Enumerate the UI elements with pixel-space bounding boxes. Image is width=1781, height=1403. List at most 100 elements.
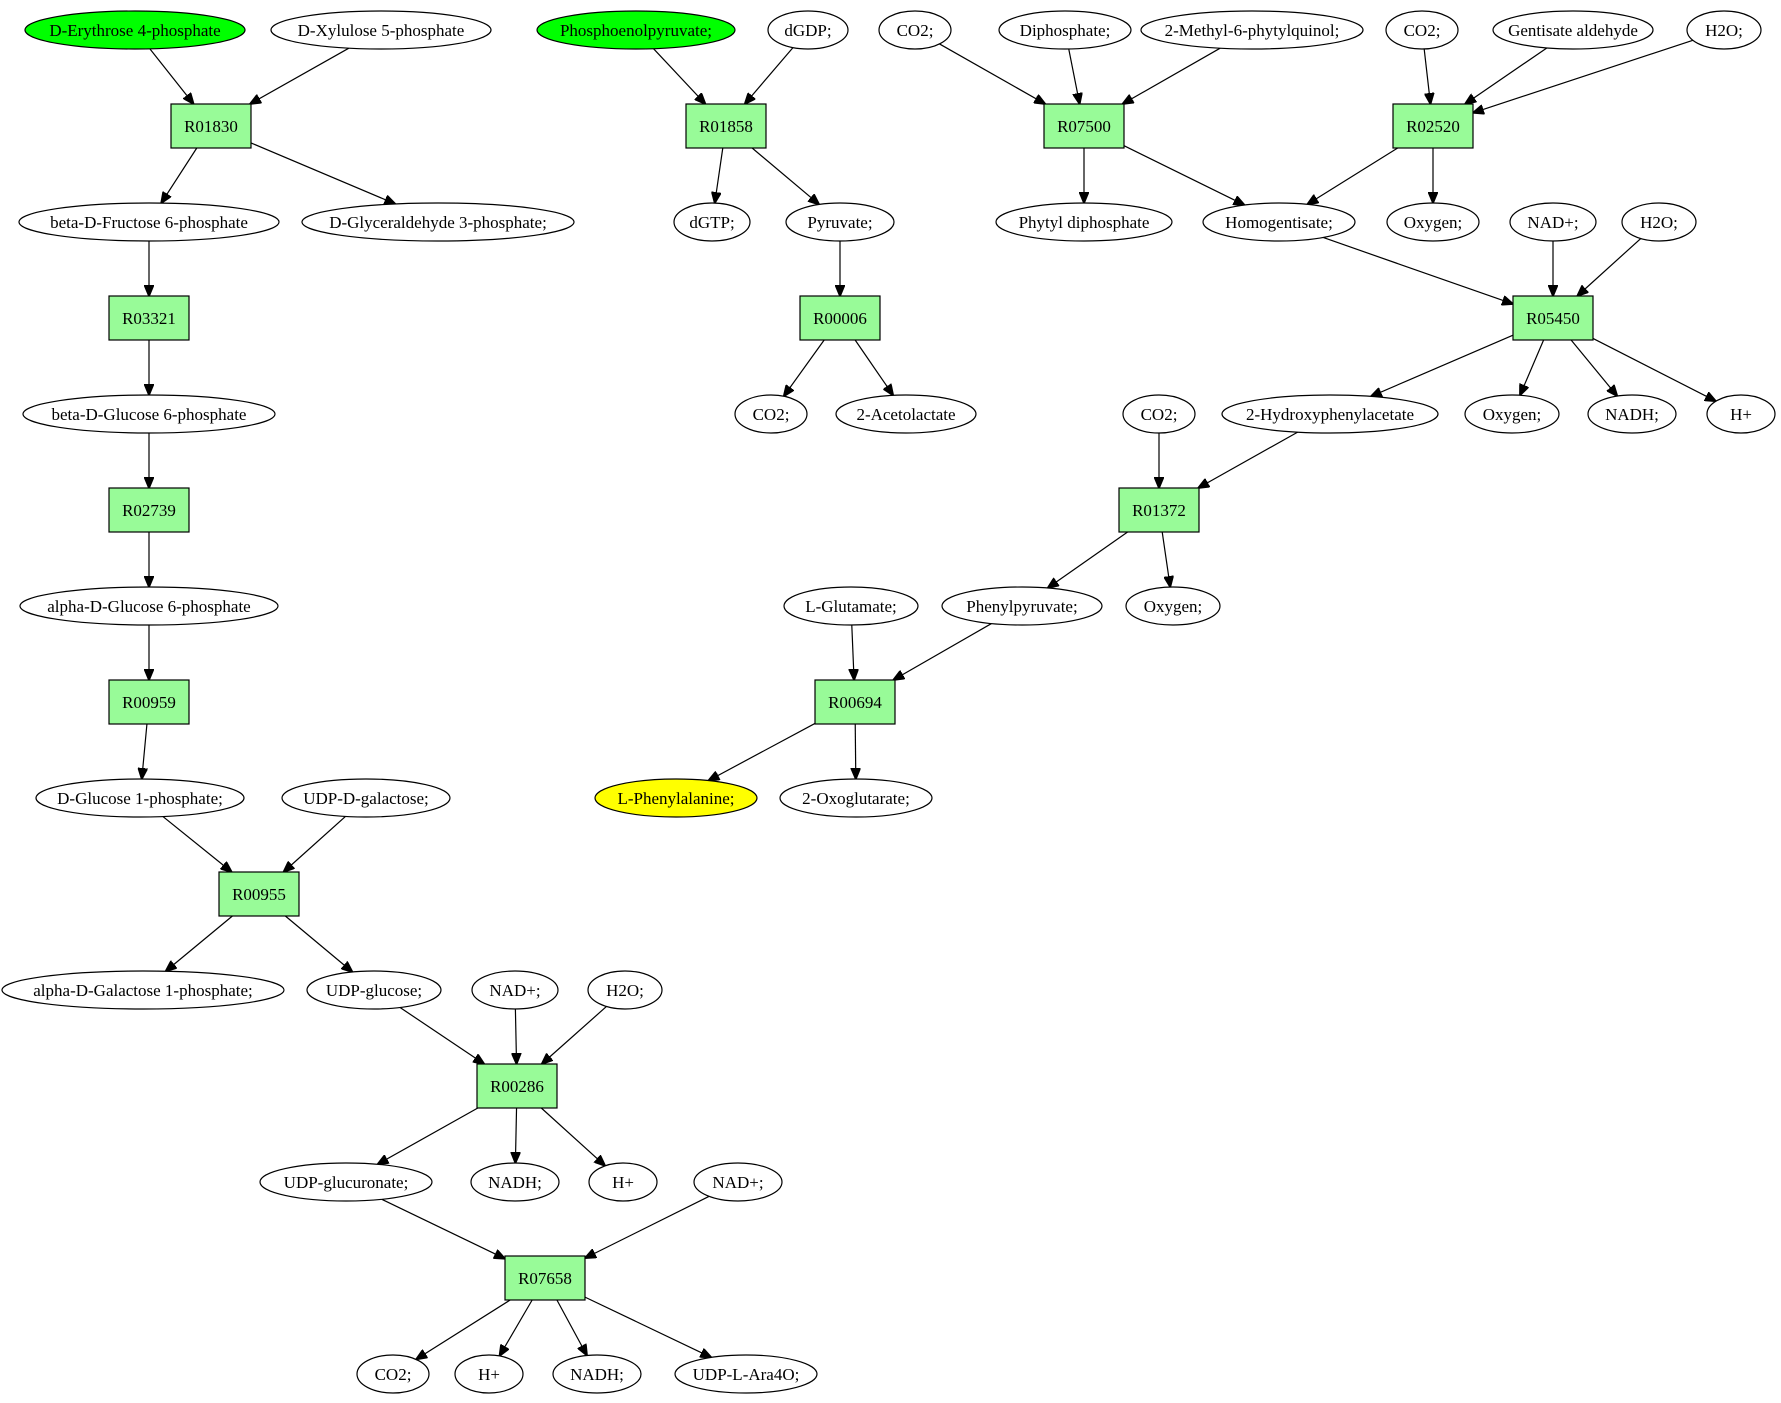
node-label: Phenylpyruvate; — [966, 597, 1077, 616]
compound-node-phenylpyruvate[interactable]: Phenylpyruvate; — [941, 586, 1103, 626]
node-label: H2O; — [1640, 213, 1678, 232]
compound-node-nadh[interactable]: NADH; — [1587, 394, 1677, 434]
compound-node-udp-glucose[interactable]: UDP-glucose; — [306, 970, 442, 1010]
compound-node-h[interactable]: H+ — [1706, 394, 1776, 434]
compound-node-h2o[interactable]: H2O; — [1621, 202, 1697, 242]
compound-node-2-acetolactate[interactable]: 2-Acetolactate — [835, 394, 977, 434]
edge-r01858-to-pyruvate — [751, 147, 819, 204]
node-label: H+ — [1730, 405, 1752, 424]
reaction-box — [170, 103, 252, 149]
compound-node-udp-glucuronate[interactable]: UDP-glucuronate; — [259, 1162, 433, 1202]
compound-node-phytyl-diphosphate[interactable]: Phytyl diphosphate — [995, 202, 1173, 242]
reaction-box — [1118, 487, 1200, 533]
compound-node-h2o[interactable]: H2O; — [1686, 10, 1762, 50]
compound-node-h[interactable]: H+ — [454, 1354, 524, 1394]
compound-ellipse — [1621, 202, 1697, 242]
compound-node-d-glyceraldehyde-3-phosphate[interactable]: D-Glyceraldehyde 3-phosphate; — [301, 202, 575, 242]
compound-node-beta-d-glucose-6-phosphate[interactable]: beta-D-Glucose 6-phosphate — [22, 394, 276, 434]
edges-layer — [142, 39, 1716, 1359]
compound-node-udp-l-ara4o[interactable]: UDP-L-Ara4O; — [674, 1354, 818, 1394]
compound-ellipse — [301, 202, 575, 242]
reaction-node-r00006[interactable]: R00006 — [799, 295, 881, 341]
compound-node-d-glucose-1-phosphate[interactable]: D-Glucose 1-phosphate; — [35, 778, 245, 818]
edge-2-methyl-6-phytylquinol-to-r07500 — [1123, 47, 1221, 104]
compound-ellipse — [674, 1354, 818, 1394]
compound-node-d-xylulose-5-phosphate[interactable]: D-Xylulose 5-phosphate — [270, 10, 492, 50]
node-label: CO2; — [1404, 21, 1441, 40]
compound-node-2-methyl-6-phytylquinol[interactable]: 2-Methyl-6-phytylquinol; — [1140, 10, 1364, 50]
compound-node-dgtp[interactable]: dGTP; — [673, 202, 751, 242]
reaction-node-r07658[interactable]: R07658 — [504, 1255, 586, 1301]
node-label: H2O; — [606, 981, 644, 1000]
compound-ellipse — [734, 394, 808, 434]
node-label: Oxygen; — [1404, 213, 1463, 232]
reaction-node-r02739[interactable]: R02739 — [108, 487, 190, 533]
edge-r00006-to-co2 — [784, 339, 825, 396]
compound-node-alpha-d-glucose-6-phosphate[interactable]: alpha-D-Glucose 6-phosphate — [19, 586, 279, 626]
edge-2-hydroxyphenylacetate-to-r01372 — [1198, 431, 1298, 488]
compound-node-pyruvate[interactable]: Pyruvate; — [785, 202, 895, 242]
compound-node-2-oxoglutarate[interactable]: 2-Oxoglutarate; — [779, 778, 933, 818]
reaction-node-r01372[interactable]: R01372 — [1118, 487, 1200, 533]
compound-node-co2[interactable]: CO2; — [734, 394, 808, 434]
compound-node-nadh[interactable]: NADH; — [552, 1354, 642, 1394]
edge-r07658-to-nadh — [556, 1299, 587, 1355]
reaction-node-r01858[interactable]: R01858 — [685, 103, 767, 149]
node-label: D-Glyceraldehyde 3-phosphate; — [329, 213, 547, 232]
reaction-node-r03321[interactable]: R03321 — [108, 295, 190, 341]
reaction-node-r02520[interactable]: R02520 — [1392, 103, 1474, 149]
compound-node-homogentisate[interactable]: Homogentisate; — [1202, 202, 1356, 242]
reaction-node-r05450[interactable]: R05450 — [1512, 295, 1594, 341]
reaction-node-r07500[interactable]: R07500 — [1043, 103, 1125, 149]
compound-node-l-phenylalanine[interactable]: L-Phenylalanine; — [594, 778, 758, 818]
compound-node-co2[interactable]: CO2; — [878, 10, 952, 50]
compound-node-oxygen[interactable]: Oxygen; — [1125, 586, 1221, 626]
compound-node-oxygen[interactable]: Oxygen; — [1386, 202, 1480, 242]
compound-node-nadh[interactable]: NADH; — [470, 1162, 560, 1202]
node-label: alpha-D-Galactose 1-phosphate; — [33, 981, 253, 1000]
compound-node-co2[interactable]: CO2; — [1385, 10, 1459, 50]
compound-node-nad[interactable]: NAD+; — [471, 970, 559, 1010]
compound-node-h2o[interactable]: H2O; — [587, 970, 663, 1010]
reaction-node-r00286[interactable]: R00286 — [476, 1063, 558, 1109]
reaction-node-r00694[interactable]: R00694 — [814, 679, 896, 725]
compound-node-nad[interactable]: NAD+; — [693, 1162, 783, 1202]
edge-diphosphate-to-r07500 — [1068, 48, 1080, 104]
compound-node-diphosphate[interactable]: Diphosphate; — [998, 10, 1132, 50]
compound-node-dgdp[interactable]: dGDP; — [767, 10, 849, 50]
edge-r00006-to-2-acetolactate — [854, 339, 893, 395]
compound-node-oxygen[interactable]: Oxygen; — [1464, 394, 1560, 434]
reaction-node-r00955[interactable]: R00955 — [218, 871, 300, 917]
compound-node-h[interactable]: H+ — [588, 1162, 658, 1202]
compound-ellipse — [779, 778, 933, 818]
compound-ellipse — [673, 202, 751, 242]
compound-node-l-glutamate[interactable]: L-Glutamate; — [783, 586, 919, 626]
compound-node-nad[interactable]: NAD+; — [1509, 202, 1597, 242]
node-label: R02520 — [1406, 117, 1460, 136]
compound-ellipse — [22, 394, 276, 434]
reaction-box — [476, 1063, 558, 1109]
node-label: R01830 — [184, 117, 238, 136]
node-label: Oxygen; — [1483, 405, 1542, 424]
compound-ellipse — [259, 1162, 433, 1202]
compound-ellipse — [552, 1354, 642, 1394]
edge-r05450-to-2-hydroxyphenylacetate — [1371, 334, 1514, 396]
compound-node-alpha-d-galactose-1-phosphate[interactable]: alpha-D-Galactose 1-phosphate; — [1, 970, 285, 1010]
node-label: UDP-glucose; — [326, 981, 422, 1000]
compound-node-gentisate-aldehyde[interactable]: Gentisate aldehyde — [1492, 10, 1654, 50]
compound-node-co2[interactable]: CO2; — [1122, 394, 1196, 434]
node-label: R02739 — [122, 501, 176, 520]
compound-node-d-erythrose-4-phosphate[interactable]: D-Erythrose 4-phosphate — [24, 10, 246, 50]
compound-node-beta-d-fructose-6-phosphate[interactable]: beta-D-Fructose 6-phosphate — [18, 202, 280, 242]
node-label: UDP-glucuronate; — [284, 1173, 409, 1192]
edge-phenylpyruvate-to-r00694 — [893, 623, 992, 680]
compound-ellipse — [536, 10, 736, 50]
compound-node-udp-d-galactose[interactable]: UDP-D-galactose; — [281, 778, 451, 818]
compound-ellipse — [18, 202, 280, 242]
compound-node-2-hydroxyphenylacetate[interactable]: 2-Hydroxyphenylacetate — [1221, 394, 1439, 434]
reaction-node-r00959[interactable]: R00959 — [108, 679, 190, 725]
compound-node-phosphoenolpyruvate[interactable]: Phosphoenolpyruvate; — [536, 10, 736, 50]
compound-node-co2[interactable]: CO2; — [356, 1354, 430, 1394]
edge-r01858-to-dgtp — [715, 147, 724, 203]
reaction-node-r01830[interactable]: R01830 — [170, 103, 252, 149]
